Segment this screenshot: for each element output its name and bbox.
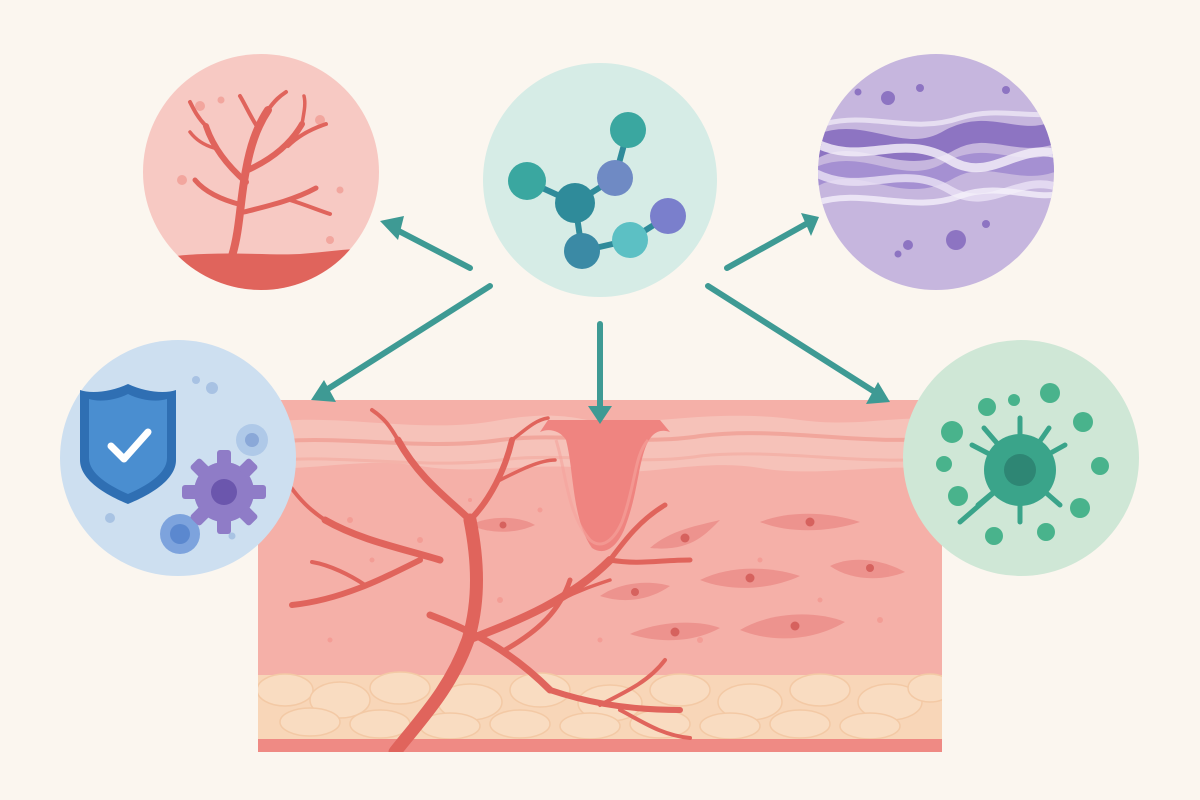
arrows bbox=[320, 221, 881, 415]
wound-indentation bbox=[540, 420, 670, 552]
molecule-icon bbox=[508, 112, 686, 269]
skin-cross-section bbox=[258, 400, 942, 752]
arrowhead-down bbox=[588, 406, 612, 424]
blood-vessel-tree bbox=[288, 408, 693, 752]
tissue-particles bbox=[327, 498, 883, 643]
virus-gear-icon bbox=[182, 450, 266, 534]
collagen-node bbox=[818, 54, 1054, 290]
arrow-to-immune bbox=[320, 283, 493, 395]
immune-protection-node bbox=[60, 340, 296, 576]
wound-edge bbox=[554, 439, 650, 546]
arrow-to-collagen bbox=[724, 221, 809, 271]
arrowhead-br bbox=[866, 382, 890, 404]
arrowhead-tr bbox=[801, 213, 819, 236]
shield-check-icon bbox=[80, 384, 176, 504]
blood-vessel-icon bbox=[188, 90, 332, 260]
molecule-node bbox=[483, 63, 717, 297]
bottom-band bbox=[258, 739, 942, 752]
cell-signaling-node bbox=[903, 340, 1139, 576]
arrow-to-angiogenesis bbox=[390, 225, 473, 271]
arrow-heads bbox=[311, 213, 890, 424]
bacteria-cell-icon bbox=[160, 424, 268, 554]
arrowhead-bl bbox=[311, 380, 336, 402]
arrowhead-tl bbox=[380, 216, 404, 240]
collagen-fiber-icon bbox=[818, 84, 1054, 258]
arrow-to-signaling bbox=[705, 283, 881, 397]
fibroblast-cells bbox=[470, 513, 905, 641]
immune-cell-icon bbox=[936, 383, 1109, 545]
